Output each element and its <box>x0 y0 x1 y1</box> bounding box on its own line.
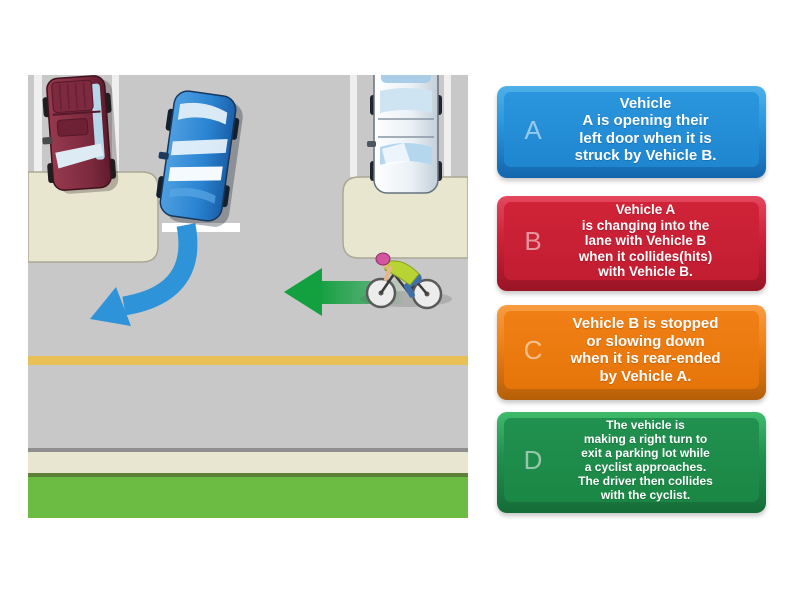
stop-line <box>162 223 240 232</box>
answer-option-a[interactable]: A Vehicle A is opening their left door w… <box>497 86 766 178</box>
lane-lines <box>34 75 451 177</box>
option-text: Vehicle A is changing into the lane with… <box>578 202 713 280</box>
cyclist <box>360 252 452 310</box>
sidewalk <box>28 452 468 473</box>
grass-edge <box>28 473 468 477</box>
car-maroon <box>42 75 119 194</box>
answer-option-b-face: B Vehicle A is changing into the lane wi… <box>504 202 759 280</box>
option-letter: D <box>523 445 543 475</box>
answer-option-c[interactable]: C Vehicle B is stopped or slowing down w… <box>497 305 766 400</box>
blue-turn-arrow <box>90 223 198 326</box>
parking-island-left <box>28 171 159 263</box>
grass <box>28 477 468 518</box>
answer-option-b[interactable]: B Vehicle A is changing into the lane wi… <box>497 196 766 291</box>
option-letter: B <box>524 226 542 256</box>
traffic-scene-image <box>28 75 468 518</box>
answer-option-c-face: C Vehicle B is stopped or slowing down w… <box>504 311 759 389</box>
option-text: The vehicle is making a right turn to ex… <box>578 418 713 502</box>
answer-option-a-face: A Vehicle A is opening their left door w… <box>504 92 759 167</box>
van <box>367 75 442 194</box>
answer-option-d[interactable]: D The vehicle is making a right turn to … <box>497 412 766 513</box>
yellow-center-line <box>28 356 468 365</box>
parking-island-right <box>342 176 468 259</box>
option-text: Vehicle A is opening their left door whe… <box>574 94 717 165</box>
option-letter: A <box>524 114 542 145</box>
option-letter: C <box>523 335 543 365</box>
curb-line <box>28 448 468 452</box>
car-blue <box>156 90 243 227</box>
answer-option-d-face: D The vehicle is making a right turn to … <box>504 418 759 502</box>
option-text: Vehicle B is stopped or slowing down whe… <box>570 315 721 385</box>
traffic-scene-svg <box>28 75 468 518</box>
